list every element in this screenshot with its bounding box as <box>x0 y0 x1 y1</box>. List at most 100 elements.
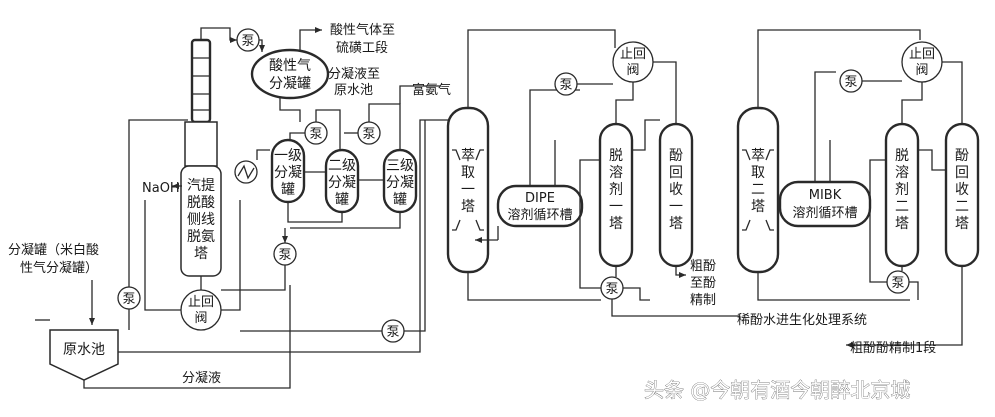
svg-text:收: 收 <box>669 182 683 198</box>
svg-text:汽提: 汽提 <box>187 178 215 194</box>
svg-text:二: 二 <box>955 199 969 215</box>
svg-text:分凝罐: 分凝罐 <box>269 76 311 92</box>
svg-text:止回: 止回 <box>188 295 214 310</box>
rich-ammonia-label: 富氨气 <box>412 82 451 98</box>
svg-text:MIBK: MIBK <box>809 188 842 203</box>
svg-text:分凝: 分凝 <box>274 165 302 181</box>
pump-mid-bottom: 泵 <box>600 276 624 300</box>
naoh-label: NaOH <box>142 181 180 196</box>
pump-stage1: 泵 <box>304 121 328 145</box>
pump-mid-upper: 泵 <box>554 72 578 96</box>
svg-text:三级: 三级 <box>386 158 414 174</box>
svg-text:塔: 塔 <box>461 199 475 215</box>
check-valve-right: 止回 阀 <box>901 41 943 83</box>
svg-text:泵: 泵 <box>559 78 572 93</box>
svg-text:泵: 泵 <box>891 276 904 291</box>
stripper-label: 汽提 脱酸 侧线 脱氨 塔 <box>187 178 215 262</box>
svg-text:塔: 塔 <box>751 199 765 215</box>
acid-gas-to-label: 酸性气体至 <box>330 22 395 38</box>
pump-right-upper: 泵 <box>839 69 863 93</box>
check-valve-mid: 止回 阀 <box>612 41 654 83</box>
pump-left-vertical: 泵 <box>117 286 141 310</box>
svg-text:酚: 酚 <box>955 148 969 164</box>
extraction-column-1: 萃 取 一 塔 <box>446 106 490 274</box>
svg-text:取: 取 <box>461 165 475 181</box>
condensate-label: 分凝液 <box>182 370 221 386</box>
svg-text:二级: 二级 <box>328 158 356 174</box>
svg-text:塔: 塔 <box>955 216 969 232</box>
svg-text:分凝: 分凝 <box>328 175 356 191</box>
dipe-tank: DIPE 溶剂循环槽 <box>496 184 584 228</box>
svg-text:塔: 塔 <box>194 246 208 262</box>
condenser-left-label-2: 性气分凝罐） <box>20 260 98 276</box>
svg-text:泵: 泵 <box>362 127 375 142</box>
svg-text:酸性气: 酸性气 <box>269 58 311 74</box>
svg-text:萃: 萃 <box>751 148 765 164</box>
solvent-column-1: 脱 溶 剂 一 塔 <box>598 122 634 268</box>
svg-text:泵: 泵 <box>844 75 857 90</box>
svg-text:溶剂循环槽: 溶剂循环槽 <box>792 206 857 221</box>
mibk-tank: MIBK 溶剂循环槽 <box>778 180 872 228</box>
svg-text:萃: 萃 <box>461 148 475 164</box>
svg-text:二: 二 <box>751 182 765 198</box>
svg-text:阀: 阀 <box>915 63 928 78</box>
pump-right-bottom: 泵 <box>886 270 910 294</box>
stripper-column <box>180 38 222 277</box>
solvent-column-2: 脱 溶 剂 二 塔 <box>884 122 920 268</box>
svg-text:塔: 塔 <box>669 216 683 232</box>
svg-text:溶剂循环槽: 溶剂循环槽 <box>507 208 572 223</box>
svg-text:泵: 泵 <box>278 248 291 263</box>
phenol-column-2: 酚 回 收 二 塔 <box>944 122 980 268</box>
acid-gas-condenser: 酸性气 分凝罐 <box>250 48 330 100</box>
svg-text:一: 一 <box>461 182 475 198</box>
dilute-phenol-label: 稀酚水进生化处理系统 <box>737 313 867 328</box>
svg-text:原水池: 原水池 <box>63 342 105 358</box>
check-valve-left: 止回 阀 <box>180 289 222 331</box>
svg-text:溶: 溶 <box>609 165 623 181</box>
stage2-condenser: 二级 分凝 罐 <box>324 148 360 214</box>
svg-text:剂: 剂 <box>895 182 909 198</box>
svg-text:阀: 阀 <box>194 311 207 326</box>
raw-water-pool: 原水池 <box>49 329 119 381</box>
stage3-condenser: 三级 分凝 罐 <box>382 148 418 214</box>
svg-text:阀: 阀 <box>626 63 639 78</box>
crude-phenol-label: 粗酚 <box>690 259 716 274</box>
pump-middle-left: 泵 <box>273 242 297 266</box>
svg-text:罐: 罐 <box>393 192 407 208</box>
pump-stage2: 泵 <box>357 121 381 145</box>
svg-text:二: 二 <box>895 199 909 215</box>
pump-bottom-middle: 泵 <box>381 319 405 343</box>
svg-text:塔: 塔 <box>895 216 909 232</box>
stage1-condenser: 一级 分凝 罐 <box>270 138 306 204</box>
svg-text:止回: 止回 <box>620 47 646 62</box>
heat-exchanger-icon <box>234 160 258 184</box>
svg-text:泵: 泵 <box>309 127 322 142</box>
svg-text:回: 回 <box>955 165 969 181</box>
svg-text:酚: 酚 <box>669 148 683 164</box>
svg-text:收: 收 <box>955 182 969 198</box>
svg-text:泵: 泵 <box>241 34 254 49</box>
svg-text:一: 一 <box>669 199 683 215</box>
svg-text:脱酸: 脱酸 <box>187 195 215 211</box>
svg-text:侧线: 侧线 <box>187 212 215 228</box>
pump-top-left: 泵 <box>236 28 260 52</box>
svg-text:罐: 罐 <box>335 192 349 208</box>
extraction-column-2: 萃 取 二 塔 <box>736 106 780 274</box>
svg-text:剂: 剂 <box>609 182 623 198</box>
watermark-text: 头条 @今朝有酒今朝醉北京城 <box>644 378 910 402</box>
svg-text:泵: 泵 <box>122 292 135 307</box>
svg-text:脱: 脱 <box>609 148 623 164</box>
svg-text:泵: 泵 <box>605 282 618 297</box>
svg-text:脱: 脱 <box>895 148 909 164</box>
svg-text:止回: 止回 <box>909 47 935 62</box>
condensate-to-label: 分凝液至 <box>328 66 380 82</box>
crude-phenol-label-2: 至酚 <box>690 276 716 291</box>
svg-text:DIPE: DIPE <box>525 191 555 206</box>
svg-text:塔: 塔 <box>609 216 623 232</box>
svg-text:罐: 罐 <box>281 182 295 198</box>
svg-text:回: 回 <box>669 165 683 181</box>
condensate-to-label-2: 原水池 <box>334 83 373 98</box>
svg-text:取: 取 <box>751 165 765 181</box>
crude-phenol-2-label: 粗酚酚精制1段 <box>850 341 936 356</box>
